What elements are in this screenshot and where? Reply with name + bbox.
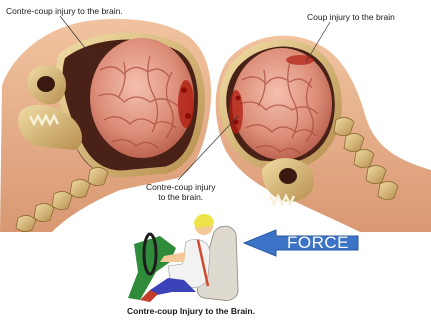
label-middle-line1: Contre-coup injury (146, 182, 215, 192)
label-middle-line2: to the brain. (146, 192, 215, 202)
force-label: FORCE (279, 233, 357, 253)
label-contre-coup-top-left: Contre-coup injury to the brain. (6, 6, 123, 16)
driver-illustration (128, 214, 238, 302)
left-brain (90, 38, 194, 158)
label-contre-coup-middle: Contre-coup injury to the brain. (146, 182, 215, 202)
right-head-figure (178, 22, 431, 232)
label-coup-injury: Coup injury to the brain (307, 12, 395, 22)
caption: Contre-coup Injury to the Brain. (127, 306, 255, 316)
